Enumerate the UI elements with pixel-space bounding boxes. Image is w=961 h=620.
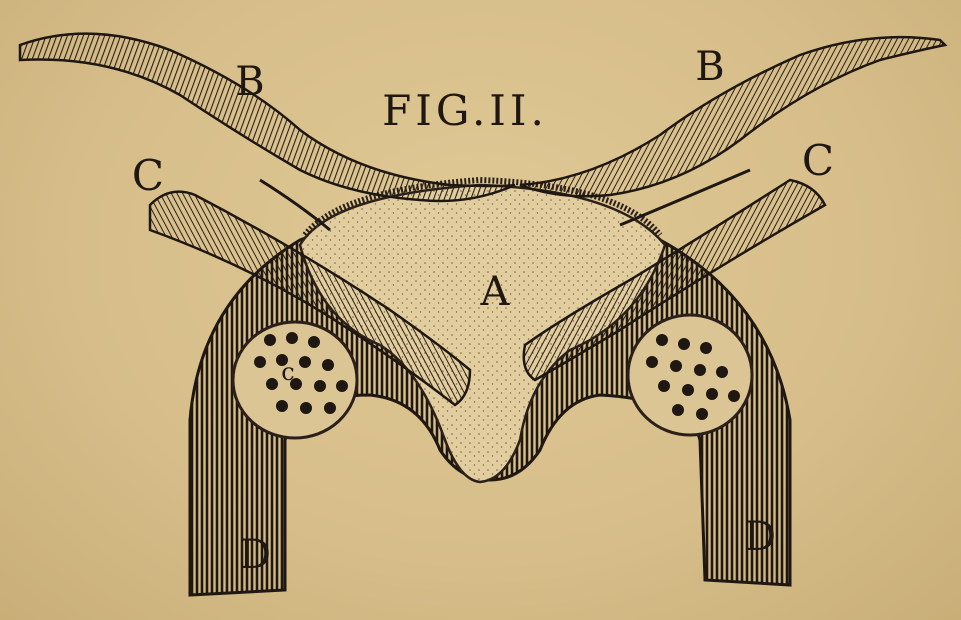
label-c-small: c (281, 358, 294, 386)
label-a: A (480, 269, 511, 315)
band-b-right (520, 37, 945, 225)
gland-left (233, 322, 357, 438)
label-b-left: B (235, 59, 264, 105)
label-c-right: C (802, 136, 834, 185)
label-d-right: D (744, 514, 776, 560)
label-c-left: C (132, 151, 164, 200)
gland-right (628, 315, 752, 435)
figure-title: FIG.II. (382, 86, 548, 135)
label-b-right: B (695, 44, 724, 90)
label-d-left: D (239, 532, 271, 578)
